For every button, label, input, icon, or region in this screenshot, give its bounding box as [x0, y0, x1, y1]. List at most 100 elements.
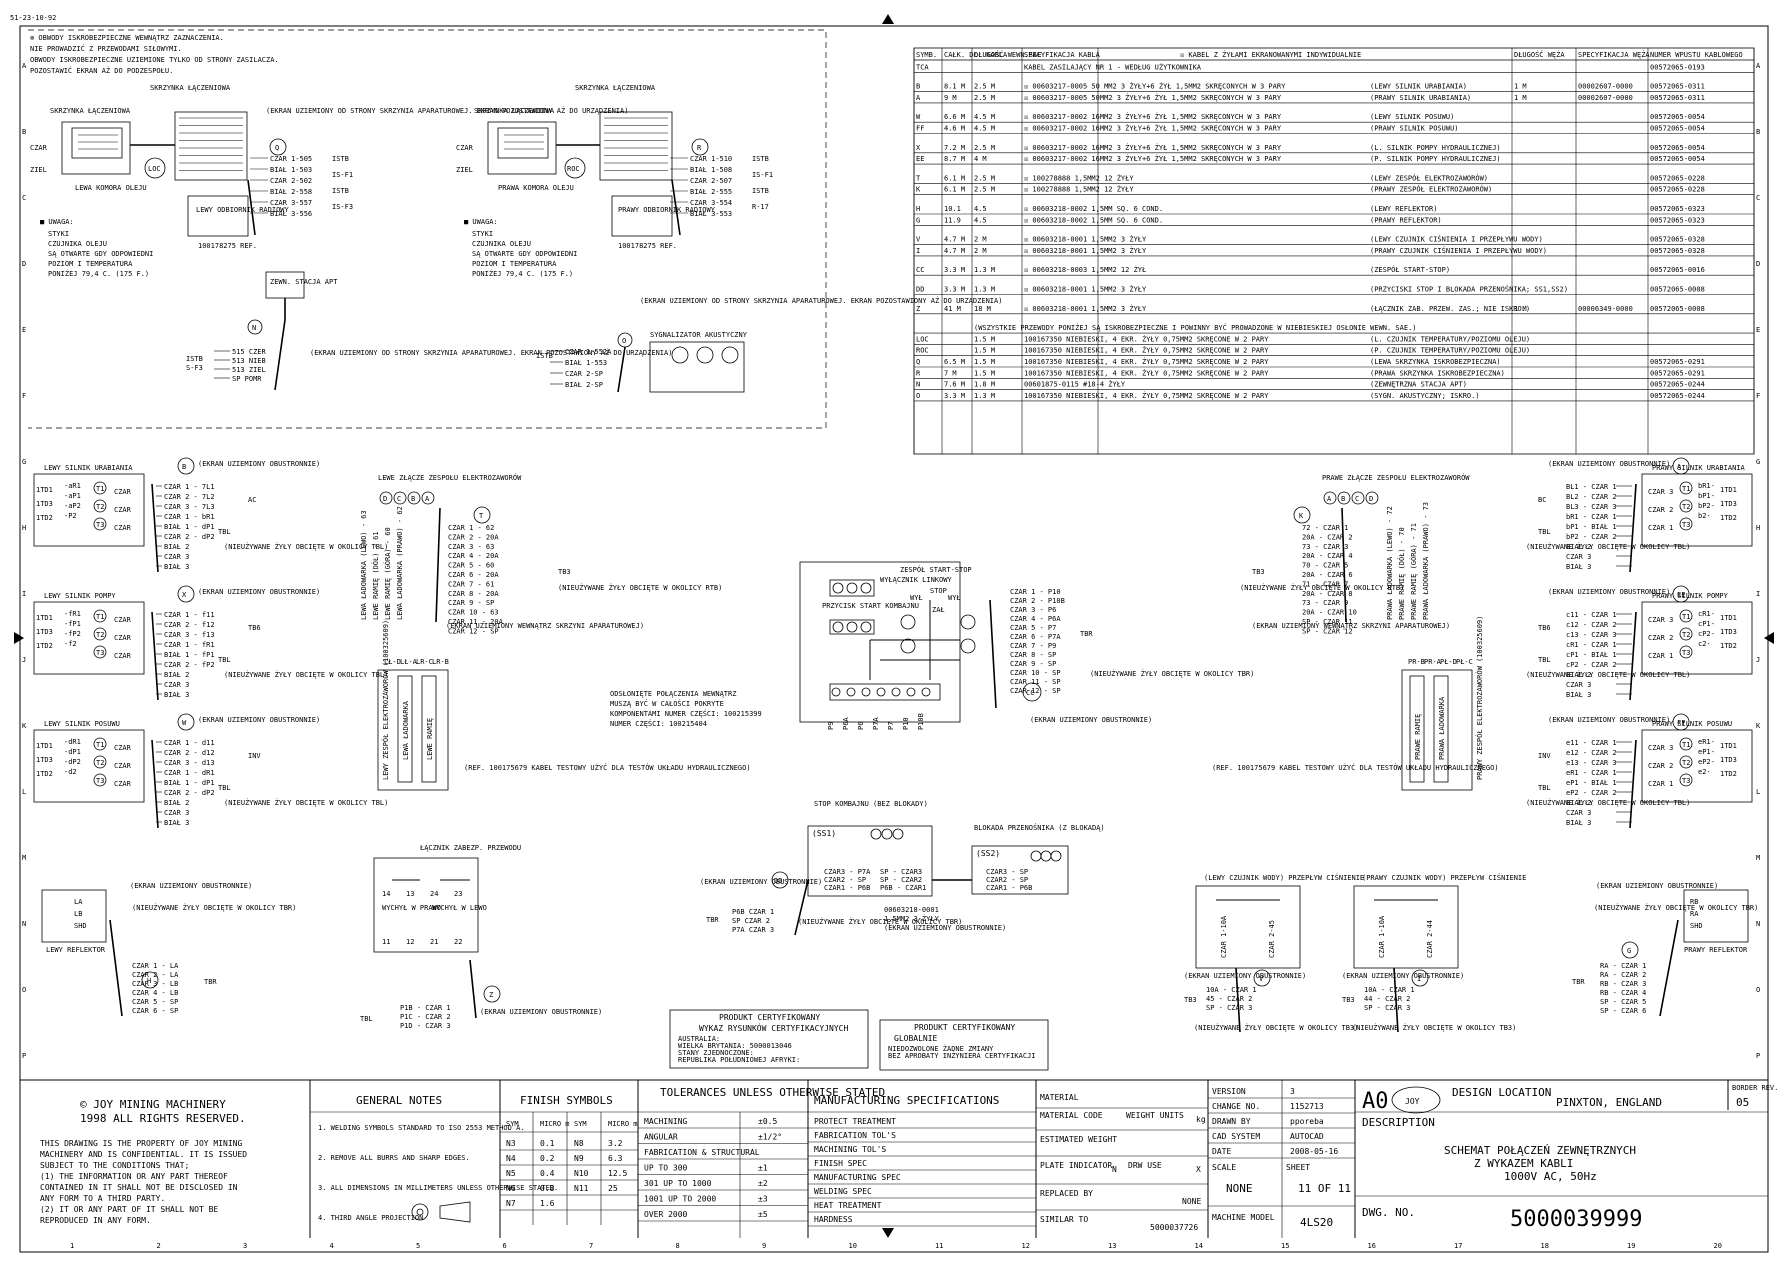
valve-label: PRAWA ŁADOWARKA (PRAWO) - 73 — [1422, 502, 1430, 620]
pin-label: -P2 — [64, 512, 77, 520]
table-cell: X — [916, 144, 921, 152]
cert-line: AUSTRALIA: — [678, 1035, 720, 1043]
terminal-wire: BIAŁ 3-556 — [270, 210, 312, 218]
terminal-wire: P7A CZAR 3 — [732, 926, 774, 934]
wire-label: 10A - CZAR 1 — [1364, 986, 1415, 994]
tb-label: TBR — [706, 916, 719, 924]
screen-note: (EKRAN UZIEMIONY OD STRONY SKRZYNIA APAR… — [266, 106, 628, 115]
valve-pin — [407, 491, 421, 505]
table-cell: (L. CZUJNIK TEMPERATURY/POZIOMU OLEJU) — [1370, 335, 1530, 343]
reflector-title: PRAWY REFLEKTOR — [1684, 946, 1748, 954]
wire-label: BIAŁ 3 — [1566, 691, 1591, 699]
thermistor-circle — [93, 645, 107, 659]
table-cell: (PRAWY CZUJNIK CIŚNIENIA I PRZEPŁYWU WOD… — [1370, 246, 1547, 255]
pin-label: -aR1 — [64, 482, 81, 490]
property-line: (2) IT OR ANY PART OF IT SHALL NOT BE — [40, 1205, 218, 1214]
block-code: LR-C — [416, 658, 433, 666]
switch-box — [373, 857, 479, 953]
side-wire: CZAR 2-44 — [1426, 920, 1434, 958]
table-cell: ☒ 00603218-0001 1,5MM2 3 ŻYŁY — [1024, 304, 1147, 313]
grid-row-label: H — [22, 524, 26, 532]
wire-label: 20A - CZAR 6 — [1302, 571, 1353, 579]
cable-id: K — [1299, 512, 1304, 520]
mfg-row: HEAT TREATMENT — [814, 1201, 882, 1210]
pin-label: eP2- — [1698, 758, 1715, 766]
conveyor-stop: STOP KOMBAJNU (BEZ BLOKADY)(SS1)CZAR3 - … — [700, 800, 1105, 936]
weight-units-label: WEIGHT UNITS — [1126, 1111, 1184, 1120]
wire-label: CZAR 11 - 20A — [448, 618, 504, 626]
valve-pin — [1337, 491, 1351, 505]
wyl-label: WYŁ — [910, 594, 923, 602]
wire-label: 73 - CZAR 3 — [1302, 543, 1348, 551]
terminal-wire: BIAŁ 2-555 — [690, 188, 732, 196]
wire-label: CZAR 2 - f12 — [164, 621, 215, 629]
table-cell: ☒ 00603218-0001 1,5MM2 3 ŻYŁY — [1024, 285, 1147, 294]
thermistor-circle — [93, 627, 107, 641]
thermistor-label: T1 — [96, 485, 104, 493]
screen-note: (EKRAN UZIEMIONY OBUSTRONNIE) — [1548, 460, 1670, 468]
finish-cell: 0.1 — [540, 1139, 555, 1148]
cable-id: W — [182, 719, 187, 727]
phase-label: CZAR — [114, 634, 132, 642]
terminal-wire: CZAR 3-554 — [690, 199, 732, 207]
dest-label: BC — [1538, 496, 1546, 504]
table-cell: 00572065-0244 — [1650, 381, 1705, 389]
wire-label: CZAR 3 - 7L3 — [164, 503, 215, 511]
border-rev-value: 05 — [1736, 1096, 1749, 1109]
wire-label: CZAR 3 - d13 — [164, 759, 215, 767]
table-cell: 1.3 M — [974, 392, 995, 400]
mfg-row: FABRICATION TOL'S — [814, 1131, 896, 1140]
cable-id: Q — [275, 144, 279, 152]
wire-label: CZAR 12 - SP — [448, 627, 499, 635]
table-cell: R — [916, 369, 921, 377]
wire-label: CZAR 3 - LB — [132, 980, 178, 988]
loc-label: LOC — [148, 165, 161, 173]
phase-label: CZAR 2 — [1648, 762, 1673, 770]
phase-label: CZAR — [114, 744, 132, 752]
pin-label: C — [1355, 495, 1359, 503]
grid-row-label: J — [1756, 656, 1760, 664]
table-cell: Q — [916, 358, 920, 366]
uwaga-title: ■ UWAGA: — [40, 218, 74, 226]
stop-label: STOP — [930, 587, 947, 595]
table-cell: (PRAWY SILNIK URABIANIA) — [1370, 94, 1471, 102]
finish-cell: 1.6 — [540, 1199, 555, 1208]
phase-label: CZAR — [114, 524, 132, 532]
pin-label: D — [383, 495, 387, 503]
phase-label: CZAR — [114, 780, 132, 788]
dest-label: TB6 — [248, 624, 261, 632]
start-stop-box — [799, 561, 961, 723]
table-cell: 2 M — [974, 236, 987, 244]
wire-label: CZAR 1 - 62 — [448, 524, 494, 532]
tb-label: TB3 — [1184, 996, 1197, 1004]
grid-row-label: L — [1756, 788, 1760, 796]
grid-row-label: O — [22, 986, 26, 994]
ss2-contact — [1050, 850, 1062, 862]
thermistor-label: T2 — [1682, 631, 1690, 639]
grid-col-label: 7 — [589, 1242, 593, 1250]
table-cell: 00572065-0311 — [1650, 83, 1705, 91]
wire-label: CZAR 8 - 20A — [448, 590, 499, 598]
finish-cell: 0.4 — [540, 1169, 555, 1178]
valve-title: PRAWE ZŁĄCZE ZESPOŁU ELEKTROZAWORÓW — [1322, 473, 1470, 482]
roc-circle — [564, 157, 586, 179]
phase-label: CZAR — [114, 762, 132, 770]
sensor-id: 1TD3 — [36, 628, 53, 636]
table-cell: 2.5 M — [974, 83, 995, 91]
button-contact — [846, 582, 858, 594]
table-cell: 1 M — [1514, 305, 1527, 313]
grid-col-label: 10 — [849, 1242, 857, 1250]
design-location-label: DESIGN LOCATION — [1452, 1086, 1551, 1099]
screen-note: (EKRAN UZIEMIONY OBUSTRONNIE) — [700, 878, 822, 886]
thermistor-label: T1 — [96, 613, 104, 621]
wire-label: CZAR 4 - P6A — [1010, 615, 1061, 623]
screen-note: (EKRAN UZIEMIONY OBUSTRONNIE) — [198, 588, 320, 596]
cable-id: EE — [1677, 591, 1685, 599]
table-cell: 4.7 M — [944, 236, 965, 244]
table-cell: (ZEWNĘTRZNA STACJA APT) — [1370, 381, 1467, 389]
finish-head: MICRO m — [540, 1120, 570, 1128]
wire-label: CZAR 6 - 20A — [448, 571, 499, 579]
phase-label: CZAR 2 — [1648, 634, 1673, 642]
property-line: (1) THE INFORMATION OR ANY PART THEREOF — [40, 1172, 228, 1181]
terminal-wire: BIAŁ 2-558 — [270, 188, 312, 196]
